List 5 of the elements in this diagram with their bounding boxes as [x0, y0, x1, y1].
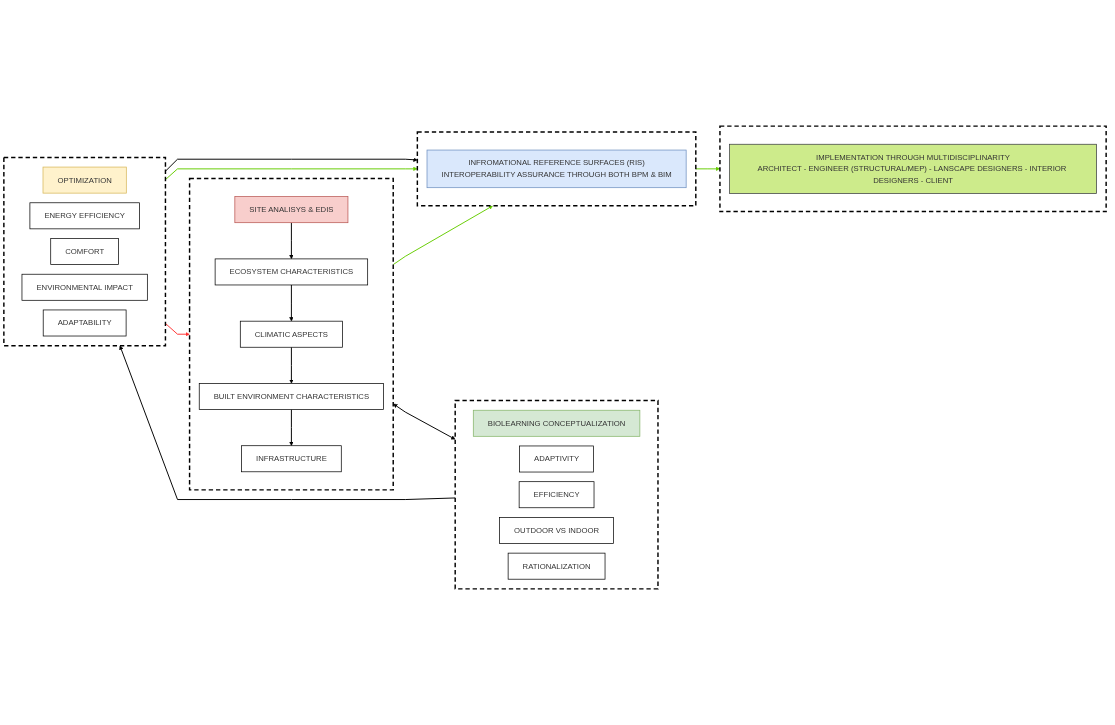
cluster [188, 177, 394, 491]
cluster [454, 399, 659, 590]
cluster [3, 156, 167, 347]
cluster [719, 125, 1107, 213]
cluster [416, 131, 697, 207]
